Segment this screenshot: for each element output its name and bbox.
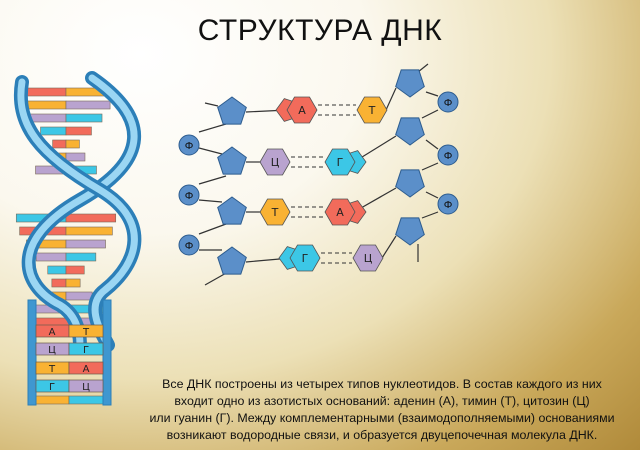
base-hexagon — [352, 244, 384, 272]
caption-line: Все ДНК построены из четырех типов нукле… — [162, 377, 602, 391]
nucleotide-diagram: А Т Ц Г Т А Г Ц Ф Ф Ф Ф Ф Ф — [178, 63, 459, 286]
sugar-pentagon — [395, 117, 425, 146]
helix-rung — [65, 226, 113, 236]
phosphate-circle — [178, 134, 200, 156]
helix-rung — [47, 265, 67, 275]
helix-rung — [68, 395, 104, 405]
phosphate-label: Ф — [185, 241, 194, 252]
helix-base-label: Г — [83, 345, 89, 356]
helix-rung — [35, 252, 67, 262]
phosphate-circle — [178, 184, 200, 206]
base-label: Ц — [271, 156, 280, 169]
phosphates: Ф Ф Ф Ф Ф Ф — [178, 91, 459, 256]
helix-rail-left — [27, 299, 37, 406]
page-title: СТРУКТУРА ДНК — [197, 14, 443, 47]
base-hexagon — [286, 96, 318, 124]
helix-base-label: Г — [49, 382, 55, 393]
base-hexagon — [356, 96, 388, 124]
phosphate-circle — [437, 193, 459, 215]
helix-base-label: А — [49, 327, 56, 338]
sugar-pentagon — [395, 69, 425, 98]
phosphate-circle — [437, 91, 459, 113]
base-label: Г — [302, 252, 309, 265]
helix-rung — [29, 113, 67, 123]
helix-base-label: Т — [82, 327, 90, 338]
sugar-pentagon — [395, 217, 425, 246]
phosphate-circle — [437, 144, 459, 166]
base-hexagon — [324, 198, 356, 226]
helix-rung — [65, 152, 86, 162]
sugar-pentagon — [217, 146, 247, 175]
helix-rail-right — [102, 299, 112, 406]
helix-rung — [65, 278, 81, 288]
base-label: Т — [368, 104, 376, 117]
base-label: Ц — [364, 252, 373, 265]
base-label: Т — [271, 206, 279, 219]
helix-rung — [65, 252, 97, 262]
caption-line: входит одно из азотистых оснований: аден… — [174, 394, 590, 408]
helix-base-label: Ц — [48, 345, 56, 356]
base-hexagon — [324, 148, 356, 176]
base-label: Г — [337, 156, 344, 169]
helix-rungs — [15, 87, 117, 405]
caption-line: возникают водородные связи, и образуется… — [166, 428, 598, 442]
helix-base-label: А — [83, 364, 90, 375]
sugar-pentagon — [217, 246, 247, 275]
sugar-pentagon — [395, 169, 425, 198]
helix-rung — [52, 139, 67, 149]
base-label: А — [298, 104, 306, 117]
helix-rung — [40, 126, 67, 136]
helix-rung — [65, 239, 106, 249]
caption: Все ДНК построены из четырех типов нукле… — [128, 376, 636, 444]
phosphate-label: Ф — [185, 191, 194, 202]
sugar-pentagon — [217, 196, 247, 225]
base-hexagon — [259, 148, 291, 176]
helix-rung — [65, 291, 93, 301]
sugars — [217, 69, 425, 275]
phosphate-label: Ф — [444, 200, 453, 211]
base-hexagon — [289, 244, 321, 272]
helix-rung — [65, 126, 92, 136]
helix-base-right — [68, 342, 104, 356]
base-hexagon — [259, 198, 291, 226]
helix-rung — [65, 100, 111, 110]
sugar-pentagon — [217, 96, 247, 125]
helix-base-right — [68, 361, 104, 375]
phosphate-label: Ф — [444, 151, 453, 162]
helix-base-label: Ц — [82, 382, 90, 393]
phosphate-label: Ф — [185, 141, 194, 152]
helix-rung — [51, 278, 67, 288]
caption-line: или гуанин (Г). Между комплементарными (… — [149, 411, 615, 425]
helix-rung — [65, 113, 103, 123]
base-label: А — [336, 206, 344, 219]
helix-rung — [65, 139, 80, 149]
helix-base-label: Т — [48, 364, 56, 375]
phosphate-circle — [178, 234, 200, 256]
backbone-lines — [198, 63, 439, 286]
phosphate-label: Ф — [444, 98, 453, 109]
helix-base-right — [68, 324, 104, 338]
bases: А Т Ц Г Т А Г Ц — [259, 96, 388, 272]
helix-rung — [65, 265, 85, 275]
helix-rung — [35, 395, 70, 405]
helix-base-right — [68, 379, 104, 393]
helix-rung — [65, 213, 117, 223]
